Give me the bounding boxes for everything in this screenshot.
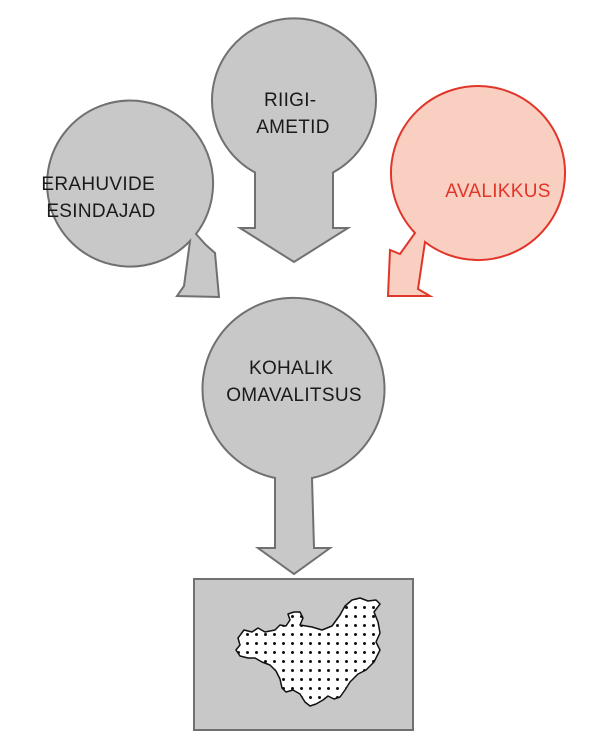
kohalik-omavalitsus-label-line1: KOHALIK xyxy=(249,358,333,379)
node-kohalik-omavalitsus: KOHALIK OMAVALITSUS xyxy=(201,296,386,576)
node-riigiametid: RIIGI- AMETID xyxy=(211,17,377,264)
municipality-map-shape xyxy=(235,597,381,707)
avalikkus-bubble xyxy=(386,85,567,297)
node-avalikkus: AVALIKKUS xyxy=(386,85,567,297)
erahuvide-label-line2: ESINDAJAD xyxy=(46,201,155,222)
svg-text:ERAHUVIDE ESINDAJAD: ERAHUVIDE ESINDAJAD xyxy=(41,174,160,222)
kohalik-omavalitsus-bubble xyxy=(201,296,386,576)
avalikkus-label: AVALIKKUS xyxy=(445,181,550,202)
map-panel xyxy=(193,578,414,731)
kohalik-omavalitsus-label-line2: OMAVALITSUS xyxy=(226,385,362,406)
svg-text:AVALIKKUS: AVALIKKUS xyxy=(445,181,550,202)
svg-text:KOHALIK OMAVALITSUS: KOHALIK OMAVALITSUS xyxy=(226,358,362,406)
riigiametid-label-line2: AMETID xyxy=(256,117,330,138)
node-erahuvide-esindajad: ERAHUVIDE ESINDAJAD xyxy=(41,99,221,299)
erahuvide-bubble xyxy=(46,99,221,299)
riigiametid-bubble xyxy=(211,17,377,264)
erahuvide-label-line1: ERAHUVIDE xyxy=(41,174,155,195)
riigiametid-label-line1: RIIGI- xyxy=(264,90,316,111)
svg-text:RIIGI- AMETID: RIIGI- AMETID xyxy=(256,90,330,138)
